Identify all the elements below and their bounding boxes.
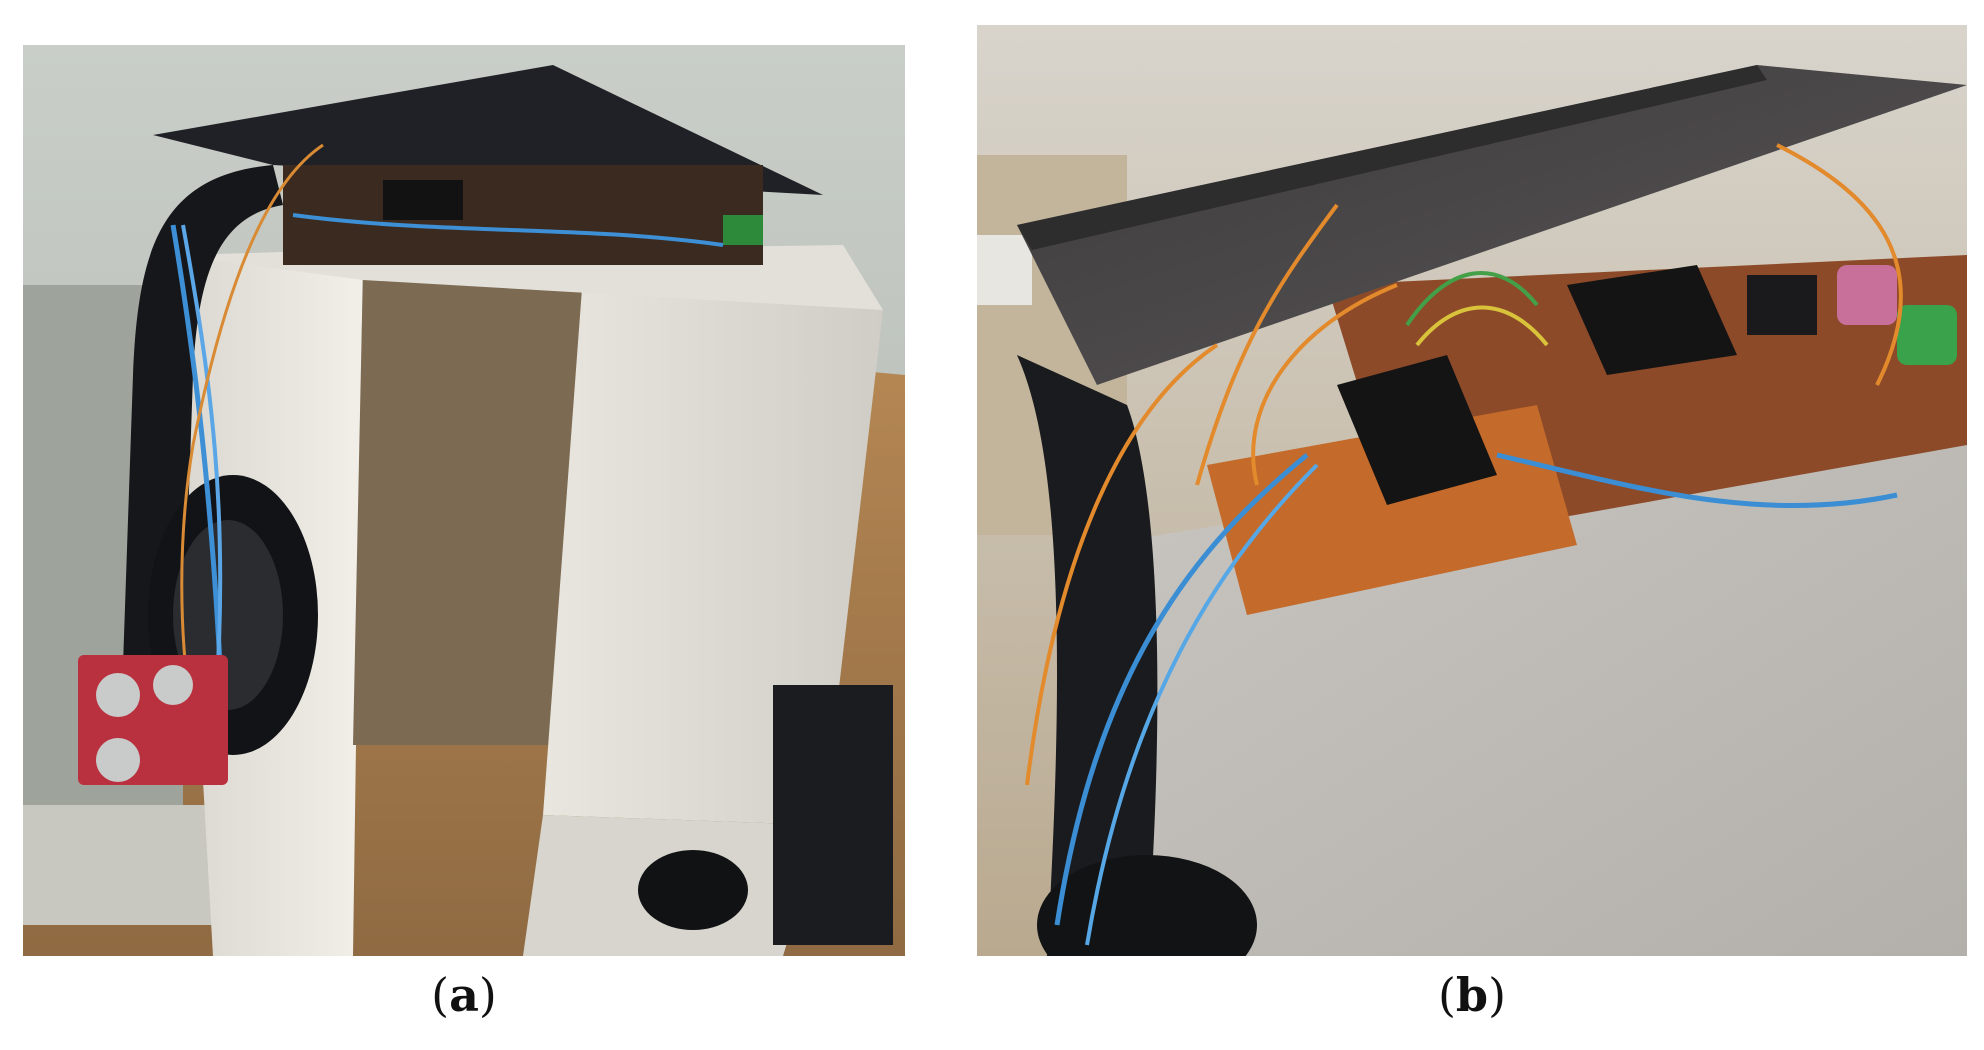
photo-b-circuit-closeup bbox=[977, 25, 1967, 956]
caption-b-label: b bbox=[1455, 968, 1489, 1022]
caption-a-label: a bbox=[449, 968, 479, 1022]
caption-b: (b) bbox=[1437, 968, 1507, 1022]
photo-panel-b bbox=[977, 25, 1967, 956]
caption-a: (a) bbox=[431, 968, 497, 1022]
photo-panel-a bbox=[23, 45, 905, 956]
photo-a-headphone-on-stand bbox=[23, 45, 905, 956]
